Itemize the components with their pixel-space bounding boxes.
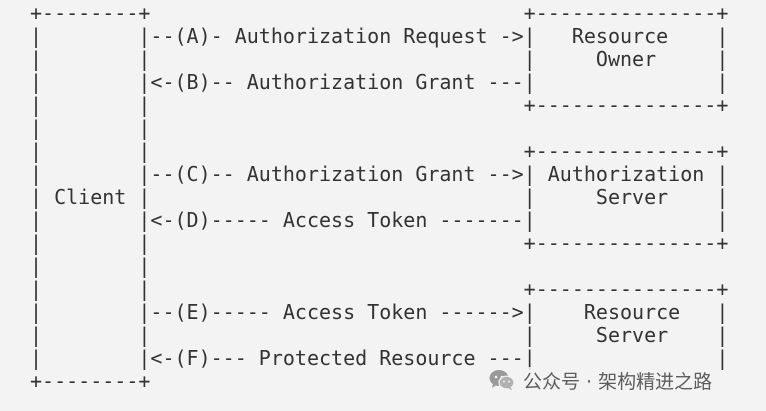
diagram-line: | | +---------------+ bbox=[30, 277, 729, 301]
diagram-line: | |--(A)- Authorization Request ->| Reso… bbox=[30, 24, 729, 48]
diagram-line: | | +---------------+ bbox=[30, 93, 729, 117]
diagram-line: | | bbox=[30, 116, 151, 140]
watermark-text: 公众号 · 架构精进之路 bbox=[523, 370, 713, 393]
oauth2-flow-ascii-diagram: +--------+ +---------------+| |--(A)- Au… bbox=[30, 2, 728, 393]
watermark: 公众号 · 架构精进之路 bbox=[487, 367, 719, 393]
diagram-line: +--------+ bbox=[30, 369, 151, 393]
diagram-line: | | | Owner | bbox=[30, 47, 729, 71]
diagram-line: | |--(E)----- Access Token ------>| Reso… bbox=[30, 300, 729, 324]
diagram-line: +--------+ +---------------+ bbox=[30, 1, 729, 25]
diagram-line: | |--(C)-- Authorization Grant -->| Auth… bbox=[30, 162, 729, 186]
diagram-line: | |<-(F)--- Protected Resource ---| | bbox=[30, 346, 729, 370]
diagram-line: | | | Server | bbox=[30, 323, 729, 347]
diagram-line: | Client | | Server | bbox=[30, 185, 729, 209]
diagram-line: | | +---------------+ bbox=[30, 139, 729, 163]
diagram-line: | | bbox=[30, 254, 151, 278]
diagram-line: | |<-(B)-- Authorization Grant ---| | bbox=[30, 70, 729, 94]
wechat-icon bbox=[489, 370, 515, 391]
diagram-line: | |<-(D)----- Access Token -------| | bbox=[30, 208, 729, 232]
diagram-line: | | +---------------+ bbox=[30, 231, 729, 255]
